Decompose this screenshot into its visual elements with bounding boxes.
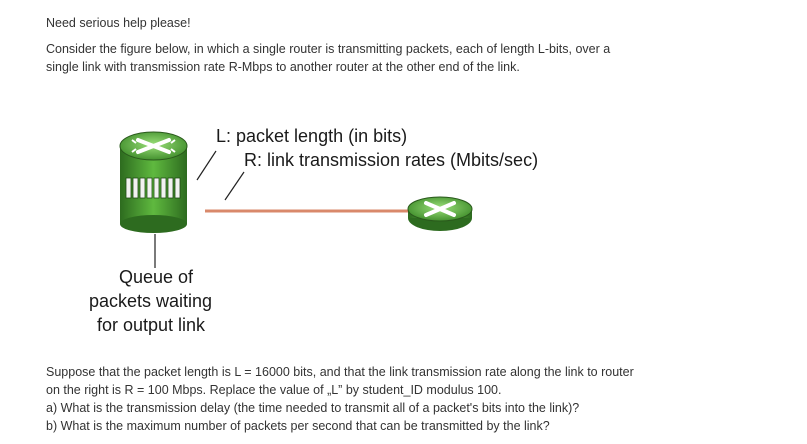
queue-label-line-2: packets waiting xyxy=(89,291,213,311)
question-line-1: Suppose that the packet length is L = 16… xyxy=(46,365,634,379)
right-router-icon xyxy=(407,196,473,231)
queue-label-line-1: Queue of xyxy=(119,267,194,287)
queue-label-line-3: for output link xyxy=(97,315,206,335)
label-L-pointer xyxy=(196,150,217,181)
question-line-4: b) What is the maximum number of packets… xyxy=(46,419,550,433)
label-link-rate: R: link transmission rates (Mbits/sec) xyxy=(244,150,539,170)
intro-line-3: single link with transmission rate R-Mbp… xyxy=(46,60,520,74)
label-packet-length: L: packet length (in bits) xyxy=(216,126,408,146)
intro-line-1: Need serious help please! xyxy=(46,16,191,30)
question-line-2: on the right is R = 100 Mbps. Replace th… xyxy=(46,383,502,397)
label-R-pointer xyxy=(224,171,245,201)
question-line-3: a) What is the transmission delay (the t… xyxy=(46,401,580,415)
packet-queue xyxy=(125,177,181,199)
intro-line-2: Consider the figure below, in which a si… xyxy=(46,42,611,56)
